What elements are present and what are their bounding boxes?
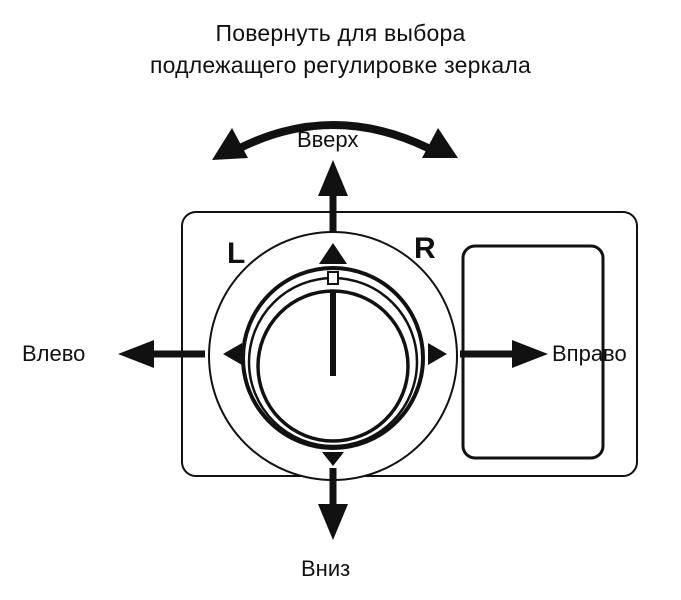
triangle-up-icon (319, 243, 347, 264)
triangle-right-icon (428, 343, 447, 365)
arrow-left-icon (118, 340, 205, 368)
control-panel-plate (181, 211, 638, 477)
caption-line-2: подлежащего регулировке зеркала (150, 52, 531, 78)
triangle-left-icon (223, 343, 242, 365)
label-left: Влево (22, 341, 86, 366)
triangle-down-icon (322, 452, 344, 466)
arrow-right-icon (460, 340, 548, 368)
arrow-up-icon (318, 160, 348, 232)
side-label-left: L (227, 237, 246, 270)
label-right: Вправо (552, 341, 627, 366)
knob-notch (327, 271, 339, 285)
side-label-right: R (414, 232, 436, 265)
knob-outer-ring (241, 266, 425, 450)
rotate-arrow-icon (212, 121, 458, 160)
label-down: Вниз (301, 556, 351, 581)
caption-line-1: Повернуть для выбора (215, 20, 466, 46)
label-up: Вверх (297, 127, 359, 152)
arrow-down-icon (318, 468, 348, 540)
